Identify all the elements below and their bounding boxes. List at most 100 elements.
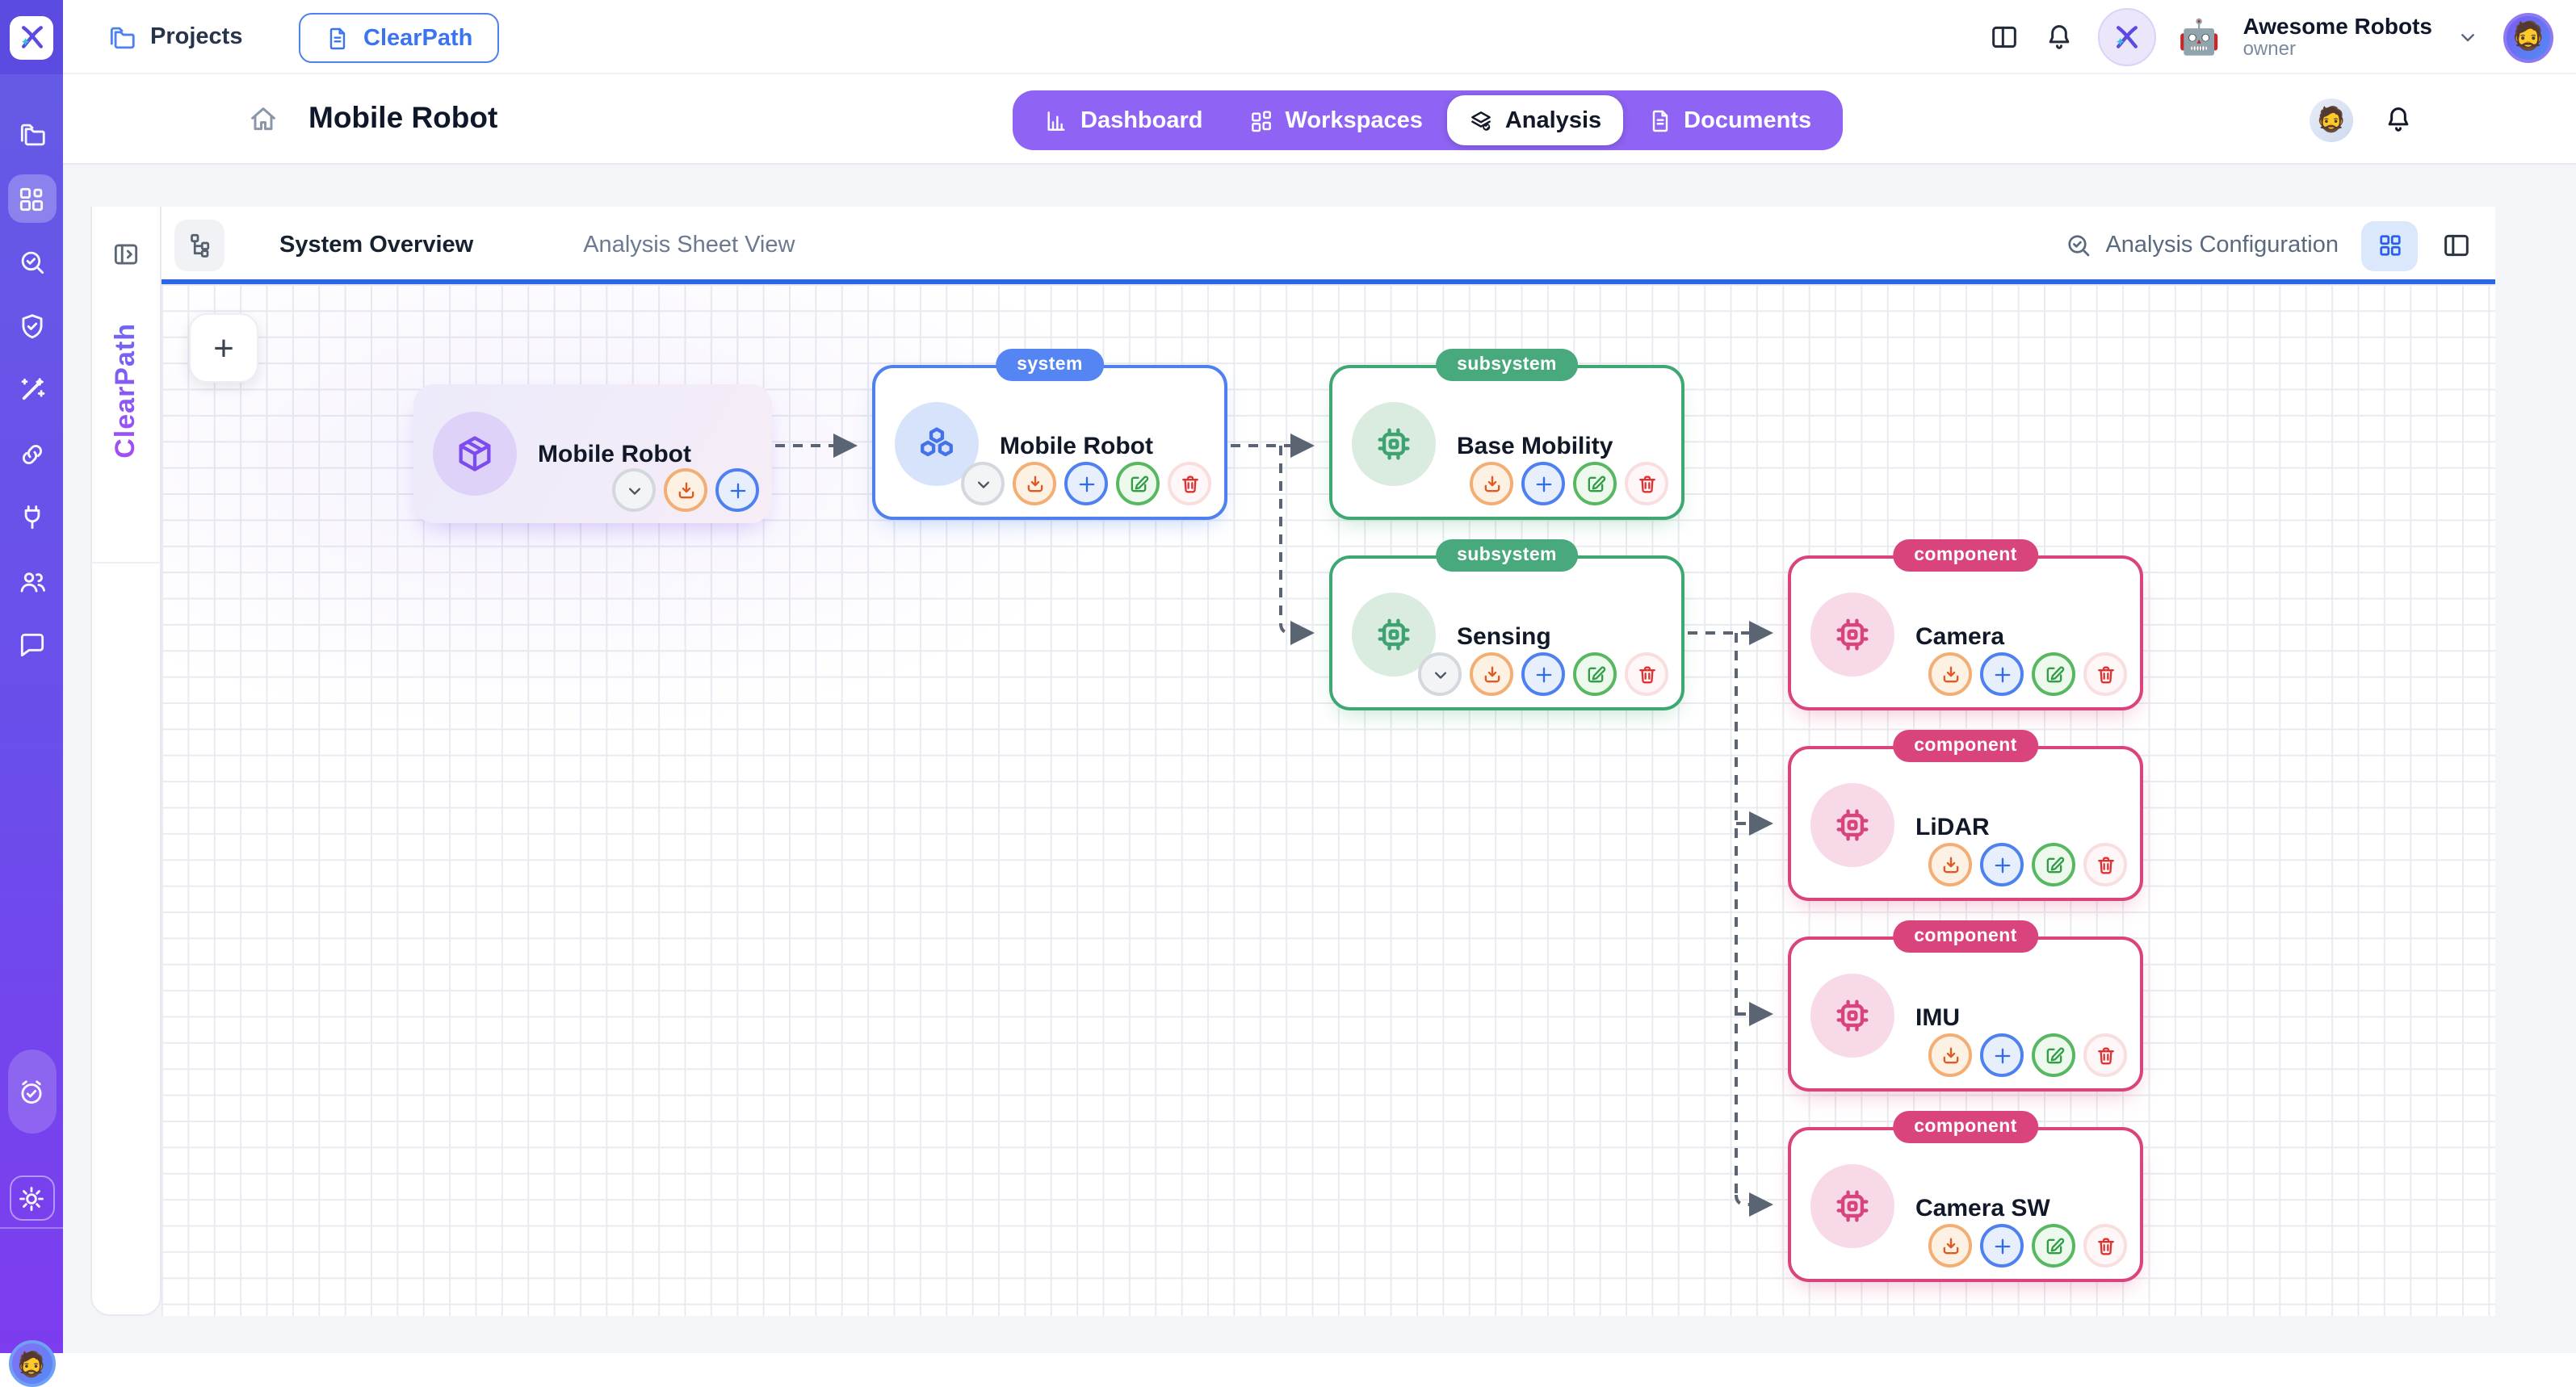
- node-mobile-robot-system[interactable]: system Mobile Robot: [872, 349, 1227, 520]
- add-child-button[interactable]: [1980, 652, 2024, 696]
- download-button[interactable]: [1928, 652, 1972, 696]
- edit-button[interactable]: [2032, 843, 2075, 886]
- project-rail: ClearPath: [90, 207, 162, 1316]
- collapse-button[interactable]: [961, 462, 1005, 505]
- rail-divider: [92, 562, 160, 564]
- node-camera[interactable]: component Camera: [1788, 539, 2143, 710]
- node-mobile-robot-root[interactable]: Mobile Robot: [413, 384, 772, 523]
- add-child-button[interactable]: [1980, 1224, 2024, 1268]
- sidebar-item-team[interactable]: [16, 567, 47, 597]
- node-imu[interactable]: component IMU: [1788, 920, 2143, 1092]
- sidebar-item-workspaces[interactable]: [7, 174, 56, 223]
- node-base-mobility[interactable]: subsystem Base Mobility: [1329, 349, 1684, 520]
- node-lidar[interactable]: component LiDAR: [1788, 730, 2143, 901]
- org-switcher[interactable]: Awesome Robots owner: [2243, 13, 2432, 61]
- add-child-button[interactable]: [1980, 843, 2024, 886]
- download-button[interactable]: [1928, 1224, 1972, 1268]
- documents-icon: [1647, 107, 1672, 133]
- sidebar-user-avatar[interactable]: 🧔: [8, 1340, 55, 1387]
- blocks-icon: [16, 183, 47, 214]
- edit-button[interactable]: [1573, 652, 1617, 696]
- view-tab-system-overview[interactable]: System Overview: [279, 233, 474, 258]
- dashboard-icon: [1043, 107, 1069, 133]
- tab-workspaces[interactable]: Workspaces: [1227, 90, 1444, 150]
- collapse-button[interactable]: [1418, 652, 1462, 696]
- sidebar-item-reminders[interactable]: [7, 1050, 56, 1133]
- download-button[interactable]: [1928, 843, 1972, 886]
- node-type-badge: component: [1893, 730, 2038, 762]
- tab-analysis[interactable]: Analysis: [1446, 95, 1623, 145]
- sidebar-item-automation[interactable]: [16, 375, 47, 405]
- delete-button[interactable]: [1168, 462, 1211, 505]
- robot-mascot-image: 🤖: [2178, 19, 2221, 56]
- add-child-button[interactable]: [1521, 652, 1565, 696]
- edit-button[interactable]: [2032, 652, 2075, 696]
- wand-icon: [16, 375, 47, 405]
- download-button[interactable]: [1470, 652, 1513, 696]
- notifications-button[interactable]: [2042, 21, 2075, 53]
- add-child-button[interactable]: [1064, 462, 1108, 505]
- connector-edges: [775, 434, 1773, 1217]
- nav-projects[interactable]: Projects: [107, 0, 242, 74]
- download-button[interactable]: [664, 468, 707, 512]
- app-logo[interactable]: [0, 0, 63, 74]
- collaborator-avatar[interactable]: 🧔: [2310, 98, 2353, 141]
- delete-button[interactable]: [2083, 1224, 2127, 1268]
- diagram-canvas[interactable]: + Mobile Robot system Mobile Robot: [162, 284, 2495, 1316]
- add-child-button[interactable]: [1980, 1033, 2024, 1077]
- project-tab-clearpath[interactable]: ClearPath: [299, 13, 499, 63]
- delete-button[interactable]: [2083, 1033, 2127, 1077]
- download-button[interactable]: [1470, 462, 1513, 505]
- node-camera-sw[interactable]: component Camera SW: [1788, 1111, 2143, 1282]
- node-title: IMU: [1915, 1004, 1960, 1032]
- user-avatar[interactable]: 🧔: [2503, 12, 2553, 62]
- download-button[interactable]: [1013, 462, 1056, 505]
- side-panel-button[interactable]: [2440, 229, 2473, 262]
- add-node-button[interactable]: +: [189, 313, 258, 383]
- add-child-button[interactable]: [715, 468, 759, 512]
- delete-button[interactable]: [1625, 652, 1668, 696]
- edit-button[interactable]: [1116, 462, 1160, 505]
- brand-logo-icon: [10, 15, 53, 59]
- tab-documents[interactable]: Documents: [1626, 90, 1832, 150]
- panel-expand-button[interactable]: [111, 239, 141, 270]
- collapse-button[interactable]: [612, 468, 656, 512]
- folders-icon: [16, 119, 47, 150]
- node-sensing[interactable]: subsystem Sensing: [1329, 539, 1684, 710]
- edit-button[interactable]: [1573, 462, 1617, 505]
- chevron-down-icon[interactable]: [2455, 24, 2481, 50]
- view-tab-analysis-sheet[interactable]: Analysis Sheet View: [583, 233, 795, 258]
- theme-toggle-button[interactable]: [9, 1175, 54, 1221]
- sidebar-item-security[interactable]: [16, 312, 47, 342]
- edit-button[interactable]: [2032, 1033, 2075, 1077]
- analysis-configuration[interactable]: Analysis Configuration: [2063, 231, 2339, 260]
- delete-button[interactable]: [2083, 843, 2127, 886]
- edit-button[interactable]: [2032, 1224, 2075, 1268]
- ai-assistant-button[interactable]: [2097, 8, 2156, 66]
- node-title: Sensing: [1457, 623, 1551, 651]
- delete-button[interactable]: [2083, 652, 2127, 696]
- hierarchy-view-button[interactable]: [174, 220, 224, 271]
- page-notifications-button[interactable]: [2382, 103, 2414, 136]
- sidebar-item-review[interactable]: [16, 247, 47, 278]
- sidebar-item-projects[interactable]: [16, 119, 47, 150]
- left-sidebar: 🧔: [0, 74, 63, 1387]
- node-type-badge: subsystem: [1436, 539, 1578, 572]
- panel-icon: [2440, 229, 2473, 262]
- sidebar-item-integrations[interactable]: [16, 502, 47, 533]
- node-type-badge: component: [1893, 1111, 2038, 1143]
- grid-view-button[interactable]: [2361, 220, 2418, 270]
- package-icon: [433, 412, 517, 496]
- tab-dashboard[interactable]: Dashboard: [1022, 90, 1224, 150]
- sidebar-item-chat[interactable]: [16, 630, 47, 660]
- node-title: LiDAR: [1915, 814, 1990, 841]
- layout-columns-button[interactable]: [1987, 21, 2020, 53]
- home-icon[interactable]: [247, 103, 279, 136]
- sidebar-item-links[interactable]: [16, 439, 47, 470]
- delete-button[interactable]: [1625, 462, 1668, 505]
- download-button[interactable]: [1928, 1033, 1972, 1077]
- add-child-button[interactable]: [1521, 462, 1565, 505]
- tree-icon: [185, 231, 214, 260]
- columns-icon: [1987, 21, 2020, 53]
- grid-icon: [2375, 231, 2404, 260]
